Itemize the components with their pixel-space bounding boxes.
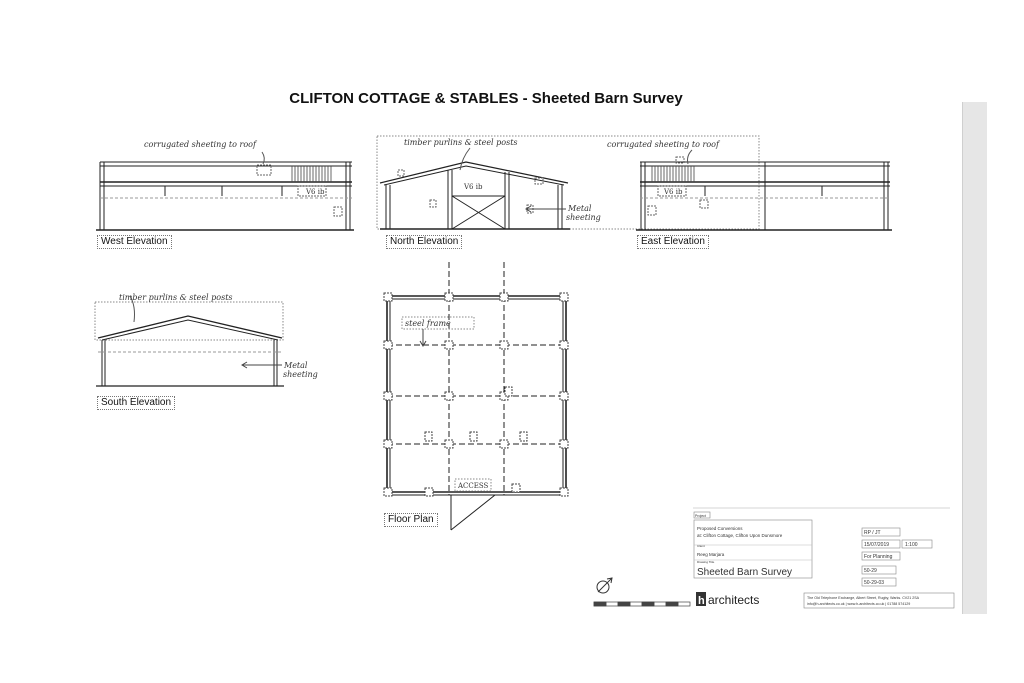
drawing-ref: 50-29-03: [864, 580, 884, 586]
annotation-metal-south: Metal: [283, 361, 308, 370]
logo-prefix: h: [698, 595, 705, 607]
east-elevation-drawing: [636, 149, 892, 231]
west-elevation-drawing: [96, 151, 354, 231]
view-label-east: East Elevation: [637, 235, 709, 249]
annotation-timber-south: timber purlins & steel posts: [119, 293, 233, 302]
drawing-title: Sheeted Barn Survey: [697, 567, 792, 578]
annotation-corrugated-west: corrugated sheeting to roof: [144, 140, 258, 149]
project-name: Proposed Conversions: [697, 526, 743, 531]
annotation-sheeting-north: sheeting: [566, 213, 601, 222]
annotation-metal-north: Metal: [567, 204, 592, 213]
view-label-west: West Elevation: [97, 235, 172, 249]
date: 15/07/2019: [864, 542, 889, 548]
north-elevation-drawing: [376, 135, 760, 230]
sheet-title: CLIFTON COTTAGE & STABLES - Sheeted Barn…: [289, 90, 683, 107]
annotation-steel-frame: steel frame: [405, 319, 451, 328]
south-elevation-drawing: [94, 295, 284, 387]
client-name: Reeg Marjara: [697, 552, 725, 557]
status: For Planning: [864, 554, 893, 560]
north-arrow-icon: [596, 577, 613, 594]
drawing-number: 50-29: [864, 568, 877, 574]
annotation-vb-west: V6 ib: [305, 188, 325, 196]
annotation-access: ACCESS: [457, 482, 489, 490]
annotation-sheeting-south: sheeting: [283, 370, 318, 379]
scale: 1:100: [905, 542, 918, 548]
revision: RP / JT: [864, 530, 881, 536]
view-label-floor: Floor Plan: [384, 513, 438, 527]
client-label: Client: [697, 544, 705, 548]
logo-text: architects: [708, 593, 759, 607]
annotation-vb-north: V6 ib: [463, 183, 483, 191]
drawing-title-label: Drawing Title: [697, 560, 715, 564]
view-label-north: North Elevation: [386, 235, 463, 249]
annotation-corrugated-east: corrugated sheeting to roof: [607, 140, 721, 149]
annotation-timber-north: timber purlins & steel posts: [404, 138, 518, 147]
title-block: Project Proposed Conversions at: Clifton…: [593, 507, 955, 609]
firm-address: The Old Telephone Exchange, Albert Stree…: [807, 596, 920, 600]
floor-plan-drawing: [383, 262, 569, 531]
project-label: Project: [695, 514, 706, 518]
firm-logo: h architects: [696, 592, 759, 607]
firm-contact: info@h-architects.co.uk | www.h-architec…: [807, 602, 910, 606]
annotation-vb-east: V6 ib: [663, 188, 683, 196]
page-edge-strip: [962, 102, 987, 614]
project-address: at: Clifton Cottage, Clifton Upon Dunsmo…: [697, 533, 783, 538]
view-label-south: South Elevation: [97, 396, 176, 410]
scale-bar: [593, 601, 691, 607]
